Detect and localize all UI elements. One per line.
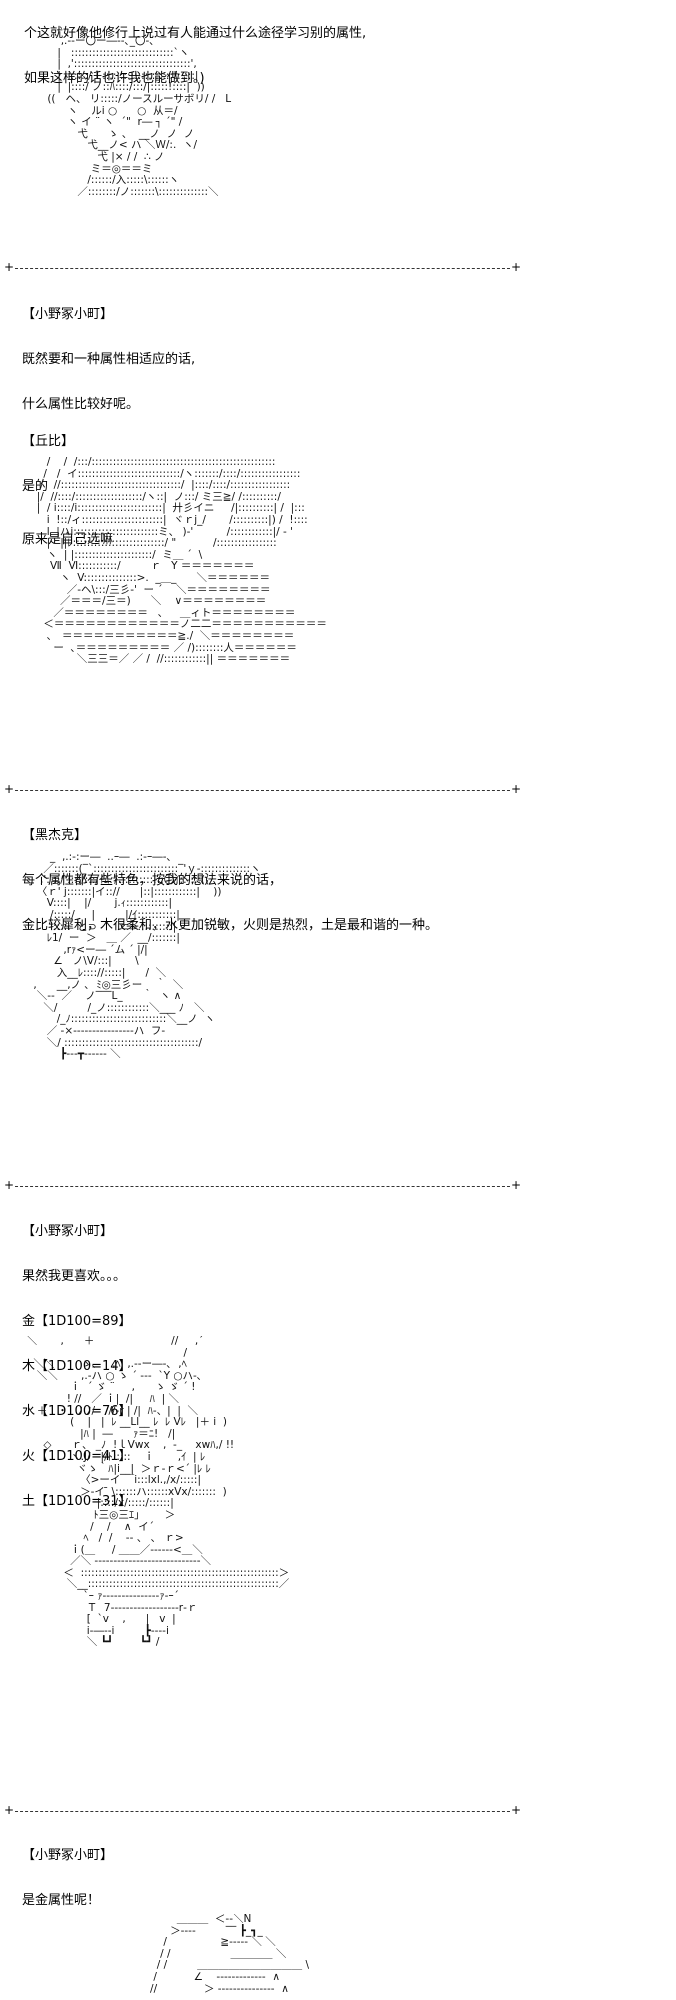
dialogue-line: 金比较犀利，木很柔和，水更加锐敏，火则是热烈，土是最和谐的一种。 bbox=[22, 918, 439, 933]
intro-line: 如果这样的话也许我也能做到。) bbox=[24, 71, 205, 86]
dialogue-block: 【丘比】 是的 bbox=[22, 404, 74, 524]
dialogue-line: 是金属性呢！ bbox=[22, 1893, 101, 1908]
intro-line: 个这就好像他修行上说过有人能通过什么途径学习别的属性, bbox=[24, 26, 367, 41]
section-divider: + + bbox=[4, 1178, 521, 1192]
dialogue-block: 【小野冢小町】 是金属性呢！ bbox=[22, 1818, 113, 1938]
speaker-name: 【黑杰克】 bbox=[22, 828, 88, 843]
speaker-name: 【小野冢小町】 bbox=[22, 307, 114, 322]
dialogue-block: 【小野冢小町】 既然要和一种属性相适应的话, 什么属性比较好呢。 原来是自己选嘛 bbox=[22, 277, 195, 577]
dice-roll-wood: 木【1D100=14】 bbox=[22, 1359, 132, 1374]
dice-roll-water: 水【1D100=76】 bbox=[22, 1404, 132, 1419]
dialogue-line: 原来是自己选嘛 bbox=[22, 532, 114, 547]
speaker-name: 【小野冢小町】 bbox=[22, 1224, 114, 1239]
section-divider: + + bbox=[4, 260, 521, 274]
dialogue-block: 【小野冢小町】 果然我更喜欢。。。 金【1D100=89】 木【1D100=14… bbox=[22, 1194, 132, 1539]
speaker-name: 【丘比】 bbox=[22, 434, 75, 449]
dice-roll-metal: 金【1D100=89】 bbox=[22, 1314, 132, 1329]
dialogue-line: 既然要和一种属性相适应的话, bbox=[22, 352, 196, 367]
section-divider: + + bbox=[4, 782, 521, 796]
dialogue-line: 果然我更喜欢。。。 bbox=[22, 1269, 127, 1284]
dice-roll-fire: 火【1D100=41】 bbox=[22, 1449, 132, 1464]
section-divider: + + bbox=[4, 1803, 521, 1817]
ascii-art-kyubey: / / /:::/:::::::::::::::::::::::::::::::… bbox=[36, 457, 327, 666]
speaker-name: 【小野冢小町】 bbox=[22, 1848, 114, 1863]
ascii-art-komachi-partial: ＿＿＿ ＜‐‐＼N ＞‐‐‐‐ ‾‾ ┣_┓_ / ≧‐‐‐‐‐ ＼ ＼ / /… bbox=[150, 1914, 310, 1995]
dice-roll-earth: 土【1D100=31】 bbox=[22, 1494, 132, 1509]
dialogue-block: 【黑杰克】 每个属性都有些特色，按我的想法来说的话， 金比较犀利，木很柔和，水更… bbox=[22, 798, 438, 963]
dialogue-line: 是的 bbox=[22, 479, 49, 494]
ascii-art-komachi-pose: ＼ , ＋ // ,´ / ＼＼ ゝ、 ,ﾍ ,.-‐ー―-､ ,ﾍ ＼＼ ,.… bbox=[26, 1336, 290, 1649]
ascii-art-blackjack: _ ,.:-:ー― ..ｰ― .:-ｰ―-､ ／:::::::(‾`::::::… bbox=[33, 852, 261, 1061]
dialogue-line: 什么属性比较好呢。 bbox=[22, 397, 140, 412]
dialogue-line: 每个属性都有些特色，按我的想法来说的话， bbox=[22, 873, 283, 888]
intro-text: 个这就好像他修行上说过有人能通过什么途径学习别的属性, 如果这样的话也许我也能做… bbox=[24, 0, 366, 116]
ascii-art-komachi-portrait: ,.-‐ー〇ー―‐-､_〇-､ | ::::::::::::::::::::::… bbox=[47, 36, 232, 198]
